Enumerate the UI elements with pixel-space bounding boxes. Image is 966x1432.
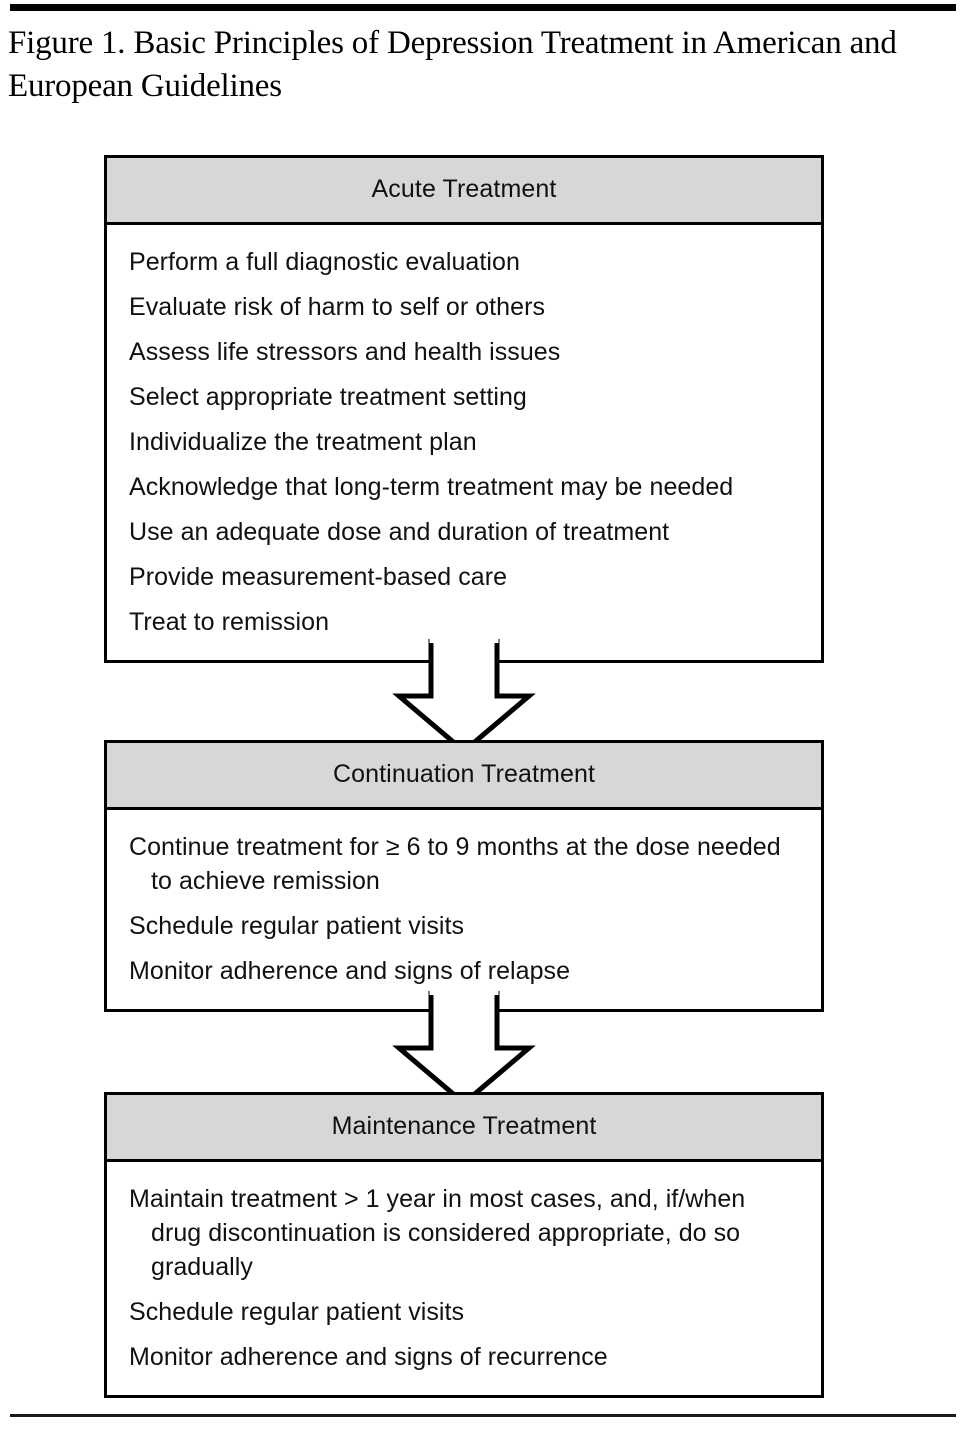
box-header-continuation-treatment: Continuation Treatment <box>107 743 821 810</box>
box-body-acute-treatment: Perform a full diagnostic evaluation Eva… <box>107 225 821 660</box>
box-header-acute-treatment: Acute Treatment <box>107 158 821 225</box>
list-item: Maintain treatment > 1 year in most case… <box>129 1184 746 1281</box>
list-item: Schedule regular patient visits <box>129 911 465 940</box>
list-item: Provide measurement-based care <box>129 562 508 591</box>
list-item: Monitor adherence and signs of relapse <box>129 956 571 985</box>
list-item: Individualize the treatment plan <box>129 427 477 456</box>
list-item: Use an adequate dose and duration of tre… <box>129 517 670 546</box>
flow-box-maintenance-treatment: Maintenance Treatment Maintain treatment… <box>104 1092 824 1398</box>
list-item: Monitor adherence and signs of recurrenc… <box>129 1342 608 1371</box>
list-item: Treat to remission <box>129 607 330 636</box>
list-item: Schedule regular patient visits <box>129 1297 465 1326</box>
box-body-maintenance-treatment: Maintain treatment > 1 year in most case… <box>107 1162 821 1395</box>
list-item: Acknowledge that long-term treatment may… <box>129 472 734 501</box>
list-item: Perform a full diagnostic evaluation <box>129 247 520 276</box>
list-item: Select appropriate treatment setting <box>129 382 527 411</box>
box-body-continuation-treatment: Continue treatment for ≥ 6 to 9 months a… <box>107 810 821 1009</box>
bottom-horizontal-rule <box>10 1414 956 1417</box>
list-item: Continue treatment for ≥ 6 to 9 months a… <box>129 832 781 895</box>
figure-title: Figure 1. Basic Principles of Depression… <box>8 25 897 104</box>
list-item: Evaluate risk of harm to self or others <box>129 292 546 321</box>
box-header-maintenance-treatment: Maintenance Treatment <box>107 1095 821 1162</box>
list-item: Assess life stressors and health issues <box>129 337 561 366</box>
flow-box-continuation-treatment: Continuation Treatment Continue treatmen… <box>104 740 824 1012</box>
top-horizontal-rule <box>10 4 956 11</box>
flow-box-acute-treatment: Acute Treatment Perform a full diagnosti… <box>104 155 824 663</box>
